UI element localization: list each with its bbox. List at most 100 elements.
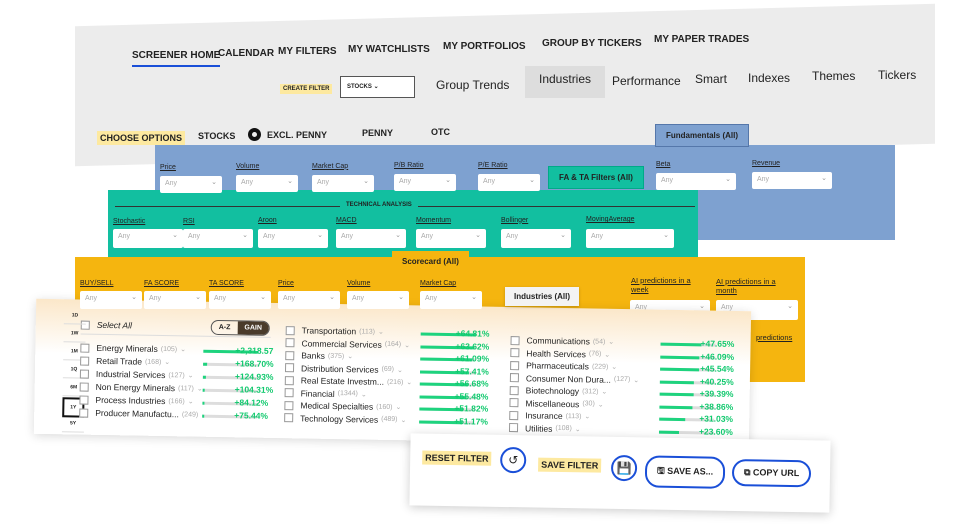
fundamentals-select[interactable]: Any (236, 175, 298, 193)
tab-industries[interactable]: Industries (525, 66, 606, 98)
option-penny[interactable]: PENNY (362, 128, 394, 138)
industry-item[interactable]: Medical Specialties(160)⌄ (284, 400, 401, 412)
ta-select[interactable]: Any (258, 229, 328, 248)
chevron-down-icon[interactable]: ⌄ (633, 376, 640, 384)
tab-scorecard[interactable]: Scorecard (All) (392, 251, 469, 272)
industry-item[interactable]: Health Services(76)⌄ (510, 348, 610, 360)
fundamentals-select[interactable]: Any (656, 173, 736, 190)
ta-select[interactable]: Any (416, 229, 486, 248)
industry-item[interactable]: Energy Minerals(105)⌄ (80, 343, 186, 355)
industry-item[interactable]: Consumer Non Dura...(127)⌄ (509, 373, 640, 385)
ta-select[interactable]: Any (113, 229, 183, 248)
sort-az[interactable]: A-Z (218, 323, 231, 332)
checkbox[interactable] (285, 325, 295, 335)
copy-url-button[interactable]: ⧉ COPY URL (731, 458, 812, 488)
industry-item[interactable]: Biotechnology(312)⌄ (509, 385, 608, 397)
chevron-down-icon[interactable]: ⌄ (360, 390, 367, 399)
checkbox[interactable] (284, 413, 294, 423)
checkbox[interactable] (285, 338, 295, 348)
industry-item[interactable]: Miscellaneous(30)⌄ (509, 398, 604, 410)
checkbox[interactable] (510, 360, 520, 370)
industry-item[interactable]: Transportation(113)⌄ (285, 325, 384, 337)
option-otc[interactable]: OTC (431, 127, 450, 137)
industry-item[interactable]: Industrial Services(127)⌄ (79, 369, 194, 381)
checkbox[interactable] (79, 395, 89, 405)
nav-group-by-tickers[interactable]: GROUP BY TICKERS (542, 38, 642, 49)
chevron-down-icon[interactable]: ⌄ (584, 413, 591, 421)
chevron-down-icon[interactable]: ⌄ (164, 359, 171, 367)
fundamentals-select[interactable]: Any (394, 174, 456, 192)
industry-item[interactable]: Pharmaceuticals(229)⌄ (510, 360, 617, 372)
tab-performance[interactable]: Performance (612, 74, 681, 88)
industry-item[interactable]: Financial(1344)⌄ (284, 388, 367, 399)
checkbox[interactable] (80, 356, 90, 366)
radio-excl-penny[interactable] (248, 128, 261, 141)
ta-select[interactable]: Any (183, 229, 253, 248)
industry-item[interactable]: Commercial Services(164)⌄ (285, 338, 410, 350)
timeframe-1w[interactable]: 1W (63, 325, 86, 343)
nav-my-watchlists[interactable]: MY WATCHLISTS (348, 44, 430, 55)
select-all[interactable]: Select All (80, 320, 132, 330)
chevron-down-icon[interactable]: ⌄ (406, 379, 413, 387)
checkbox[interactable] (510, 348, 520, 358)
chevron-down-icon[interactable]: ⌄ (377, 328, 384, 336)
chevron-down-icon[interactable]: ⌄ (601, 388, 608, 396)
chevron-down-icon[interactable]: ⌄ (604, 351, 611, 359)
industry-item[interactable]: Retail Trade(168)⌄ (80, 356, 170, 368)
sort-gain[interactable]: GAIN (237, 321, 270, 335)
industry-item[interactable]: Insurance(113)⌄ (509, 410, 590, 421)
industry-item[interactable]: Communications(54)⌄ (510, 335, 614, 347)
nav-my-portfolios[interactable]: MY PORTFOLIOS (443, 41, 526, 52)
industry-item[interactable]: Non Energy Minerals(117)⌄ (79, 382, 203, 394)
checkbox[interactable] (284, 400, 294, 410)
reset-filter-button[interactable]: ↺ (499, 446, 527, 474)
scorecard-select[interactable]: Any (347, 291, 409, 309)
checkbox[interactable] (79, 382, 89, 392)
timeframe-5y[interactable]: 5Y (61, 415, 85, 433)
checkbox[interactable] (285, 350, 295, 360)
chevron-down-icon[interactable]: ⌄ (608, 338, 615, 346)
option-excl-penny[interactable]: EXCL. PENNY (267, 130, 328, 140)
checkbox[interactable] (509, 410, 519, 420)
save-as-button[interactable]: 🖫 SAVE AS... (644, 455, 726, 489)
nav-screener-home[interactable]: SCREENER HOME (132, 50, 221, 67)
chevron-down-icon[interactable]: ⌄ (404, 341, 411, 349)
industry-item[interactable]: Producer Manufactu...(249)⌄ (79, 408, 207, 420)
fundamentals-select[interactable]: Any (752, 172, 832, 190)
checkbox[interactable] (508, 423, 519, 433)
tab-group-trends[interactable]: Group Trends (436, 78, 510, 92)
scorecard-select[interactable]: Any (278, 291, 340, 309)
chevron-down-icon[interactable]: ⌄ (395, 404, 402, 412)
nav-calendar[interactable]: CALENDAR (218, 48, 275, 59)
fundamentals-select[interactable]: Any (160, 176, 222, 193)
ta-select[interactable]: Any (501, 229, 571, 248)
asset-select[interactable]: STOCKS ⌄ (340, 76, 415, 98)
industry-item[interactable]: Distribution Services(69)⌄ (284, 363, 403, 375)
tab-indexes[interactable]: Indexes (748, 71, 791, 85)
industry-item[interactable]: Utilities(108)⌄ (508, 423, 581, 434)
chevron-down-icon[interactable]: ⌄ (187, 398, 194, 406)
nav-my-paper-trades[interactable]: MY PAPER TRADES (654, 34, 750, 45)
checkbox[interactable] (284, 375, 294, 385)
checkbox[interactable] (509, 373, 520, 383)
ta-select[interactable]: Any (336, 229, 406, 248)
industry-item[interactable]: Real Estate Investm...(216)⌄ (284, 375, 413, 387)
chevron-down-icon[interactable]: ⌄ (597, 401, 604, 409)
tab-fundamentals[interactable]: Fundamentals (All) (655, 124, 750, 147)
checkbox[interactable] (509, 398, 519, 408)
chevron-down-icon[interactable]: ⌄ (347, 353, 354, 361)
industry-item[interactable]: Process Industries(166)⌄ (79, 395, 194, 407)
save-filter-button[interactable]: 💾 (610, 454, 638, 482)
checkbox[interactable] (79, 408, 89, 418)
checkbox[interactable] (284, 388, 294, 398)
tab-smart[interactable]: Smart (695, 72, 728, 86)
tab-fa-ta-filters[interactable]: FA & TA Filters (All) (548, 166, 644, 189)
nav-my-filters[interactable]: MY FILTERS (278, 46, 337, 57)
chevron-down-icon[interactable]: ⌄ (611, 363, 618, 371)
chevron-down-icon[interactable]: ⌄ (574, 425, 581, 433)
chevron-down-icon[interactable]: ⌄ (180, 346, 187, 354)
scorecard-select[interactable]: Any (80, 291, 142, 309)
checkbox[interactable] (509, 385, 519, 395)
industry-item[interactable]: Technology Services(489)⌄ (284, 413, 406, 425)
scorecard-select[interactable]: Any (420, 291, 482, 309)
